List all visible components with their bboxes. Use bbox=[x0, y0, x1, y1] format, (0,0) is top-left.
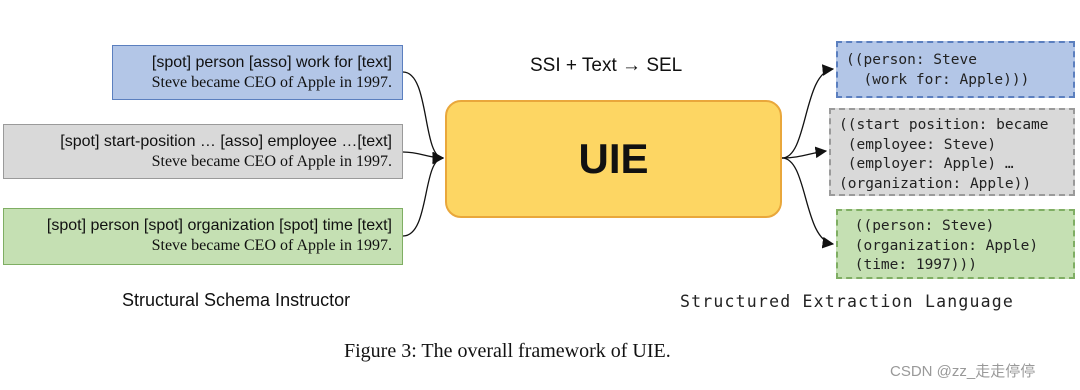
input-box-person-work-for: [spot] person [asso] work for [text] Ste… bbox=[112, 45, 403, 100]
right-caption: Structured Extraction Language bbox=[680, 292, 1015, 311]
watermark: CSDN @zz_走走停停 bbox=[890, 363, 1036, 380]
input-text: Steve became CEO of Apple in 1997. bbox=[151, 153, 392, 170]
left-caption: Structural Schema Instructor bbox=[122, 290, 351, 310]
output-line: (time: 1997))) bbox=[846, 257, 977, 273]
output-line: (organization: Apple) bbox=[846, 237, 1039, 254]
input-text: Steve became CEO of Apple in 1997. bbox=[151, 237, 392, 254]
arrow-output-3 bbox=[781, 157, 835, 249]
input-schema: [spot] person [spot] organization [spot]… bbox=[46, 217, 392, 234]
arrow-output-1 bbox=[781, 64, 835, 159]
output-line: (organization: Apple)) bbox=[839, 175, 1032, 192]
input-box-start-position: [spot] start-position … [asso] employee … bbox=[3, 124, 403, 179]
output-line: (work for: Apple))) bbox=[846, 71, 1030, 88]
input-text: Steve became CEO of Apple in 1997. bbox=[151, 74, 392, 91]
output-line: ((start position: became bbox=[839, 117, 1049, 133]
input-box-person-organization-time: [spot] person [spot] organization [spot]… bbox=[3, 208, 403, 265]
input-schema: [spot] start-position … [asso] employee … bbox=[60, 133, 392, 150]
output-box-person-organization-time: ((person: Steve) (organization: Apple) (… bbox=[836, 209, 1075, 279]
uie-model-box: UIE bbox=[445, 100, 782, 218]
header-formula: SSI + Text → SEL bbox=[530, 55, 682, 77]
header-text: SSI + Text → SEL bbox=[530, 55, 683, 76]
arrow-input-1 bbox=[402, 71, 445, 164]
arrow-input-3 bbox=[402, 152, 445, 237]
output-line: (employer: Apple) … bbox=[839, 156, 1014, 172]
output-line: (employee: Steve) bbox=[839, 136, 997, 153]
arrow-output-2 bbox=[781, 146, 828, 159]
output-line: ((person: Steve bbox=[846, 52, 977, 68]
uie-label: UIE bbox=[578, 135, 649, 182]
input-schema: [spot] person [asso] work for [text] bbox=[151, 54, 392, 71]
output-box-person-work-for: ((person: Steve (work for: Apple))) bbox=[836, 41, 1075, 98]
output-box-start-position: ((start position: became (employee: Stev… bbox=[829, 108, 1075, 196]
output-line: ((person: Steve) bbox=[846, 218, 995, 234]
figure-caption: Figure 3: The overall framework of UIE. bbox=[344, 340, 671, 362]
